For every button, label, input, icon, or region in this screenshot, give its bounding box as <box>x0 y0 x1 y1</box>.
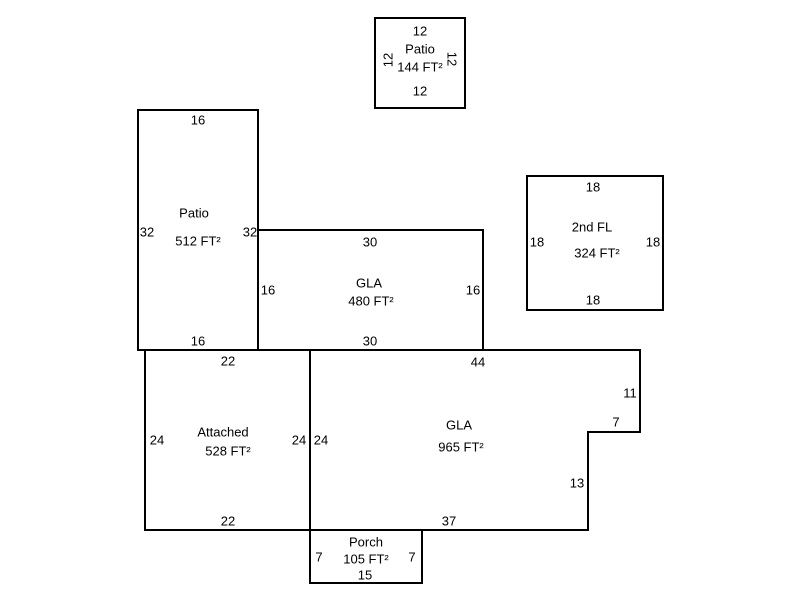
porch-dim-left: 7 <box>315 549 323 565</box>
gla-main-dim-right-lower: 13 <box>569 475 585 491</box>
patio-left-outline <box>137 109 259 351</box>
second-fl-dim-top: 18 <box>585 179 601 195</box>
patio-small-dim-top: 12 <box>412 23 428 39</box>
patio-small-dim-right: 12 <box>444 51 460 67</box>
patio-left-room-label: Patio <box>179 205 209 221</box>
gla-main-room-label: GLA <box>445 417 473 433</box>
patio-small-outline <box>374 17 466 109</box>
second-fl-area-label: 324 FT² <box>574 245 620 261</box>
gla-main-dim-right-upper: 11 <box>623 385 637 401</box>
second-fl-room-label: 2nd FL <box>571 219 613 235</box>
porch-area-label: 105 FT² <box>343 551 389 567</box>
gla-upper-room-label: GLA <box>355 275 383 291</box>
gla-main-dim-bottom: 37 <box>441 513 457 529</box>
gla-upper-dim-bottom: 30 <box>362 333 378 349</box>
patio-left-dim-right: 32 <box>242 224 258 240</box>
patio-left-dim-top: 16 <box>190 112 206 128</box>
gla-main-dim-left: 24 <box>313 432 329 448</box>
patio-small-dim-bottom: 12 <box>412 83 428 99</box>
attached-dim-bottom: 22 <box>220 513 236 529</box>
patio-small-room-label: Patio <box>405 41 435 57</box>
attached-dim-left: 24 <box>149 432 165 448</box>
gla-main-area-label: 965 FT² <box>438 439 484 455</box>
porch-outline <box>309 529 423 584</box>
attached-dim-top: 22 <box>220 353 236 369</box>
second-fl-outline <box>526 175 664 311</box>
porch-dim-right: 7 <box>408 549 416 565</box>
second-fl-dim-left: 18 <box>529 234 545 250</box>
porch-room-label: Porch <box>349 534 383 550</box>
attached-room-label: Attached <box>197 424 249 440</box>
patio-left-dim-left: 32 <box>139 224 155 240</box>
patio-left-dim-bottom: 16 <box>190 333 206 349</box>
attached-area-label: 528 FT² <box>205 443 251 459</box>
gla-main-dim-top: 44 <box>470 354 486 370</box>
gla-main-dim-step: 7 <box>612 414 620 430</box>
attached-dim-right: 24 <box>291 432 307 448</box>
patio-small-dim-left: 12 <box>380 52 396 68</box>
gla-upper-area-label: 480 FT² <box>348 293 394 309</box>
porch-dim-bottom: 15 <box>357 567 373 583</box>
attached-outline <box>144 349 311 531</box>
second-fl-dim-right: 18 <box>645 234 661 250</box>
patio-left-area-label: 512 FT² <box>175 233 221 249</box>
second-fl-dim-bottom: 18 <box>585 292 601 308</box>
gla-upper-dim-right: 16 <box>465 282 481 298</box>
gla-upper-dim-left: 16 <box>260 282 276 298</box>
gla-upper-dim-top: 30 <box>362 234 378 250</box>
patio-small-area-label: 144 FT² <box>397 59 443 75</box>
